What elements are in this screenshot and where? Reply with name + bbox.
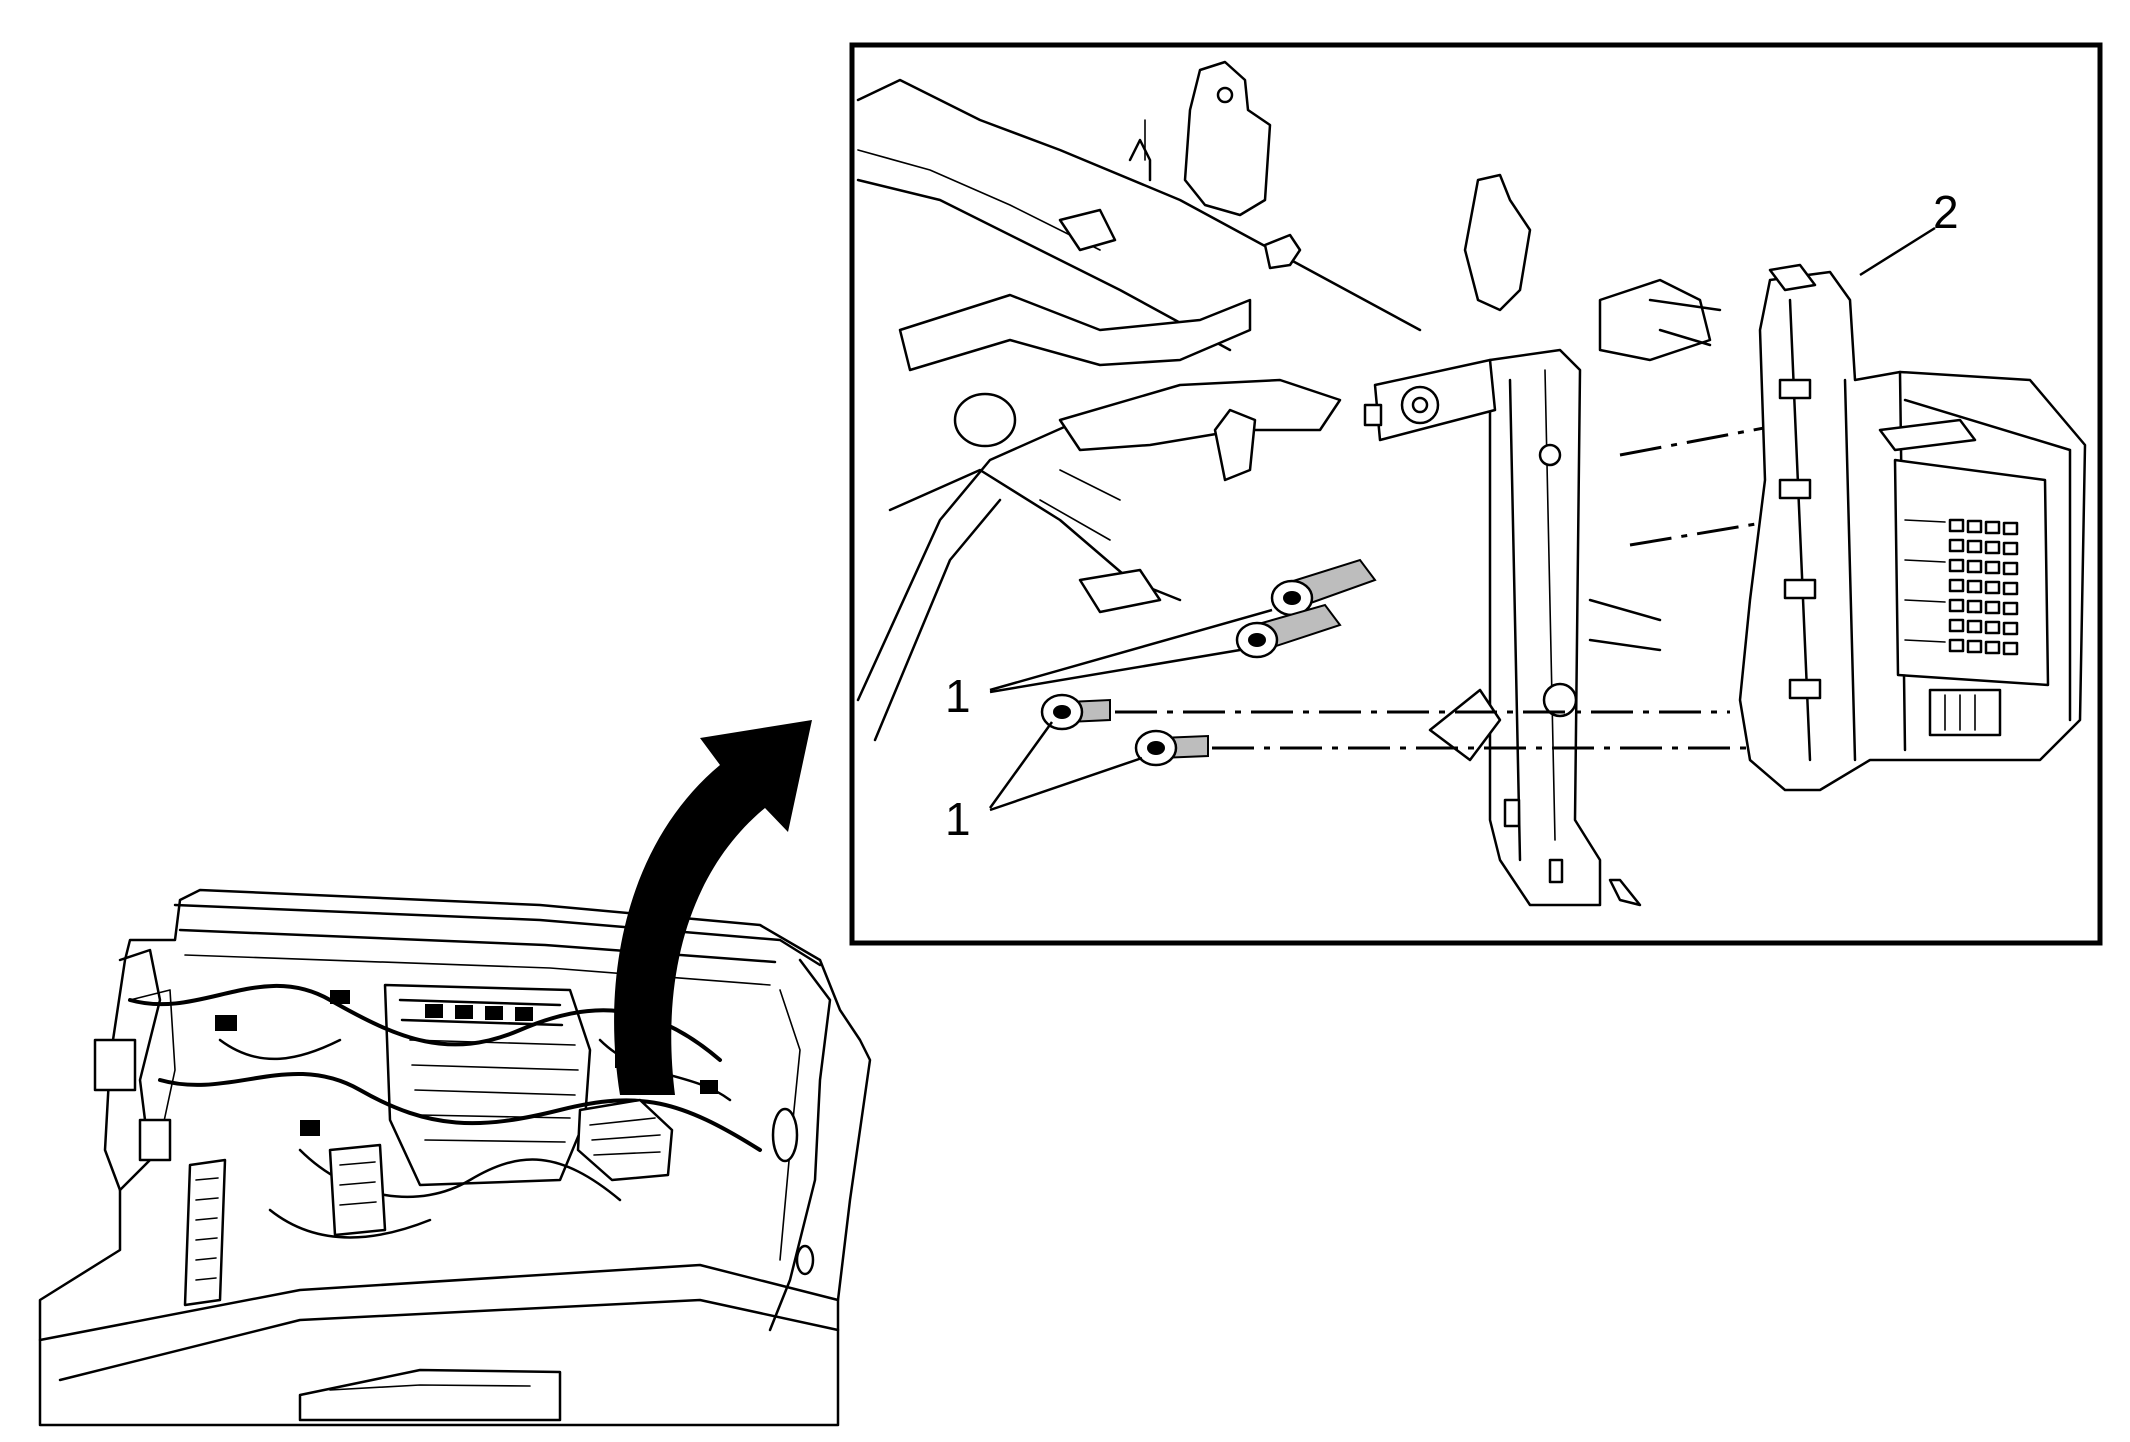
bolt-1a [1270, 558, 1377, 617]
leader-line-2 [1859, 226, 1936, 277]
fuse-grid [1948, 518, 2019, 656]
alignment-line-mid [1619, 423, 1781, 457]
callout-label-1-upper: 1 [945, 670, 971, 722]
bolt-1c [1040, 693, 1111, 731]
leader-line-1-upper-b [989, 648, 1241, 694]
leader-line-1-upper-a [989, 608, 1273, 692]
callout-label-2: 2 [1933, 186, 1959, 238]
bolt-1d [1134, 729, 1209, 767]
leader-line-1-lower-b [989, 756, 1143, 812]
detail-inset: 1 1 2 [849, 42, 2103, 946]
cross-car-beam [856, 78, 1422, 742]
mounting-bracket [1363, 173, 1722, 907]
upper-bracket [1058, 60, 1302, 270]
callout-label-1-lower: 1 [945, 793, 971, 845]
instrument-panel-overview [38, 888, 872, 1427]
bolt-1b [1235, 603, 1342, 659]
body-control-module [1738, 263, 2087, 792]
zoom-arrow [614, 720, 812, 1095]
leader-line-1-lower-a [988, 721, 1054, 809]
alignment-line-top [1629, 518, 1781, 547]
